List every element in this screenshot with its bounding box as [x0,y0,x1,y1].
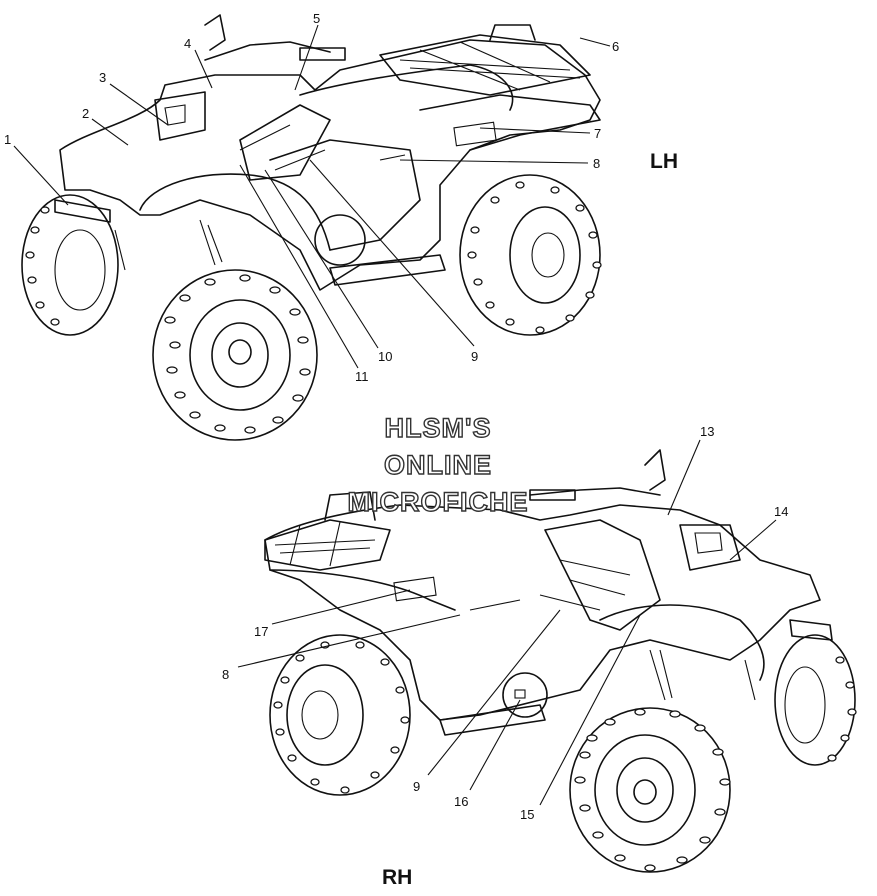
callout-16: 16 [454,794,468,809]
callout-2: 2 [82,106,89,121]
view-label-lh: LH [650,150,678,173]
watermark-line-3: MICROFICHE [348,487,529,517]
callout-1: 1 [4,132,11,147]
callout-8-rh: 8 [222,667,229,682]
callout-14: 14 [774,504,788,519]
callout-6: 6 [612,39,619,54]
atv-right-view [264,449,857,873]
callout-11: 11 [355,369,369,384]
leader-lines [13,24,777,806]
watermark-line-1: HLSM'S [385,413,492,443]
watermark-line-2: ONLINE [384,450,492,480]
atv-left-view [21,14,602,441]
callout-10: 10 [378,349,392,364]
callout-13: 13 [700,424,714,439]
watermark: HLSM'S ONLINE MICROFICHE [347,412,529,517]
callout-7: 7 [594,126,601,141]
callout-labels: 1 2 3 4 5 6 7 8 9 10 11 8 9 13 14 15 16 … [4,11,788,822]
view-label-rh: RH [382,866,412,889]
callout-8-lh: 8 [593,156,600,171]
callout-5: 5 [313,11,320,26]
callout-3: 3 [99,70,106,85]
callout-15: 15 [520,807,534,822]
callout-9-rh: 9 [413,779,420,794]
callout-17: 17 [254,624,268,639]
callout-4: 4 [184,36,191,51]
callout-9-lh: 9 [471,349,478,364]
